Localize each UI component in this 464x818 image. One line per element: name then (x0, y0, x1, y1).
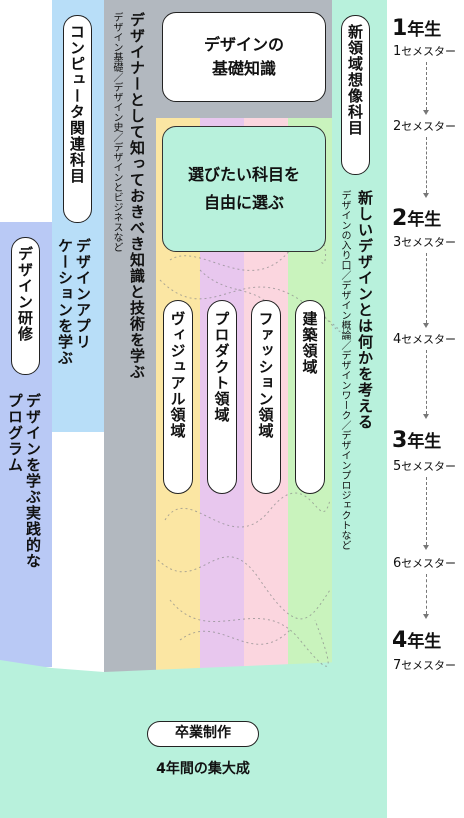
visual-field-pill: ヴィジュアル領域 (163, 300, 193, 494)
arrow-head-icon (423, 414, 429, 419)
designer-column (104, 0, 156, 672)
semester-5: 5セメスター (393, 460, 456, 474)
timeline-arrow (426, 574, 427, 614)
semester-1-number: 1 (393, 44, 402, 59)
white-strip (52, 432, 104, 672)
arrow-head-icon (423, 110, 429, 115)
timeline-arrow (426, 253, 427, 323)
designer-title: デザイナーとして知っておきべき知識と技術を学ぶ (128, 12, 146, 380)
semester-2: 2セメスター (393, 120, 456, 134)
semester-3-number: 3 (393, 235, 402, 250)
choose-subjects-box: 選びたい科目を 自由に選ぶ (162, 126, 326, 252)
year-3: 3年生 (392, 428, 441, 455)
new-field-description: 新しいデザインとは何かを考える (356, 190, 374, 430)
semester-5-label: セメスター (401, 460, 457, 473)
timeline-arrow (426, 350, 427, 414)
semester-7-number: 7 (393, 658, 402, 673)
architecture-field-pill: 建築領域 (295, 300, 325, 494)
year-4-number: 4 (392, 628, 408, 653)
design-basics-box: デザインの 基礎知識 (162, 12, 326, 102)
year-1: 1年生 (392, 16, 441, 43)
basics-line2: 基礎知識 (211, 59, 276, 78)
year-1-label: 年生 (407, 20, 442, 40)
computer-tab: コンピュータ関連科目 (63, 15, 92, 223)
semester-3-label: セメスター (401, 236, 457, 249)
semester-1: 1セメスター (393, 45, 456, 59)
year-2-label: 年生 (407, 210, 442, 230)
graduation-subtitle: 4年間の集大成 (156, 761, 250, 777)
product-field-label: プロダクト領域 (212, 311, 231, 423)
arrow-head-icon (423, 545, 429, 550)
timeline-arrow (426, 137, 427, 193)
designer-subtitle: デザイン基礎／デザイン史／デザインとビジネスなど (111, 12, 122, 252)
fashion-field-label: ファッション領域 (256, 311, 275, 439)
semester-4: 4セメスター (393, 333, 456, 347)
choose-line1: 選びたい科目を (187, 165, 300, 184)
semester-4-number: 4 (393, 332, 402, 347)
year-3-number: 3 (392, 428, 408, 453)
semester-6-label: セメスター (401, 557, 457, 570)
new-field-tab: 新領域想像科目 (341, 15, 370, 175)
semester-7-label: セメスター (401, 659, 457, 672)
basics-line1: デザインの (203, 35, 284, 54)
computer-desc-line1: デザインアプリ (74, 238, 92, 350)
semester-6: 6セメスター (393, 557, 456, 571)
graduation-label: 卒業制作 (175, 725, 231, 741)
new-field-subtitle: デザインの入り口／デザイン概論／デザインワーク／デザインプロジェクトなど (339, 190, 350, 550)
year-4: 4年生 (392, 628, 441, 655)
kenshu-description: デザインを学ぶ実践的な プログラム (6, 393, 42, 653)
semester-1-label: セメスター (401, 45, 457, 58)
arrow-head-icon (423, 614, 429, 619)
semester-7: 7セメスター (393, 659, 456, 673)
product-field-pill: プロダクト領域 (207, 300, 237, 494)
choose-line2: 自由に選ぶ (203, 193, 284, 212)
computer-title: コンピュータ関連科目 (68, 24, 86, 184)
semester-2-number: 2 (393, 119, 402, 134)
visual-field-label: ヴィジュアル領域 (168, 311, 187, 439)
year-4-label: 年生 (407, 632, 442, 652)
graduation-project-badge: 卒業制作 (147, 721, 259, 747)
year-2-number: 2 (392, 206, 408, 231)
fashion-field-pill: ファッション領域 (251, 300, 281, 494)
kenshu-tab: デザイン研修 (11, 237, 40, 375)
semester-5-number: 5 (393, 459, 402, 474)
computer-desc-line2: ケーションを学ぶ (56, 238, 74, 366)
kenshu-desc-line1: デザインを学ぶ実践的な (24, 393, 42, 569)
semester-2-label: セメスター (401, 120, 457, 133)
year-2: 2年生 (392, 206, 441, 233)
semester-4-label: セメスター (401, 333, 457, 346)
computer-description: デザインアプリ ケーションを学ぶ (56, 238, 92, 428)
arrow-head-icon (423, 193, 429, 198)
year-3-label: 年生 (407, 432, 442, 452)
timeline-arrow (426, 62, 427, 110)
kenshu-title: デザイン研修 (16, 246, 34, 342)
architecture-field-label: 建築領域 (300, 311, 319, 375)
semester-3: 3セメスター (393, 236, 456, 250)
kenshu-desc-line2: プログラム (6, 393, 24, 473)
arrow-head-icon (423, 323, 429, 328)
year-1-number: 1 (392, 16, 408, 41)
timeline-arrow (426, 477, 427, 545)
semester-6-number: 6 (393, 556, 402, 571)
new-field-title: 新領域想像科目 (346, 24, 364, 136)
